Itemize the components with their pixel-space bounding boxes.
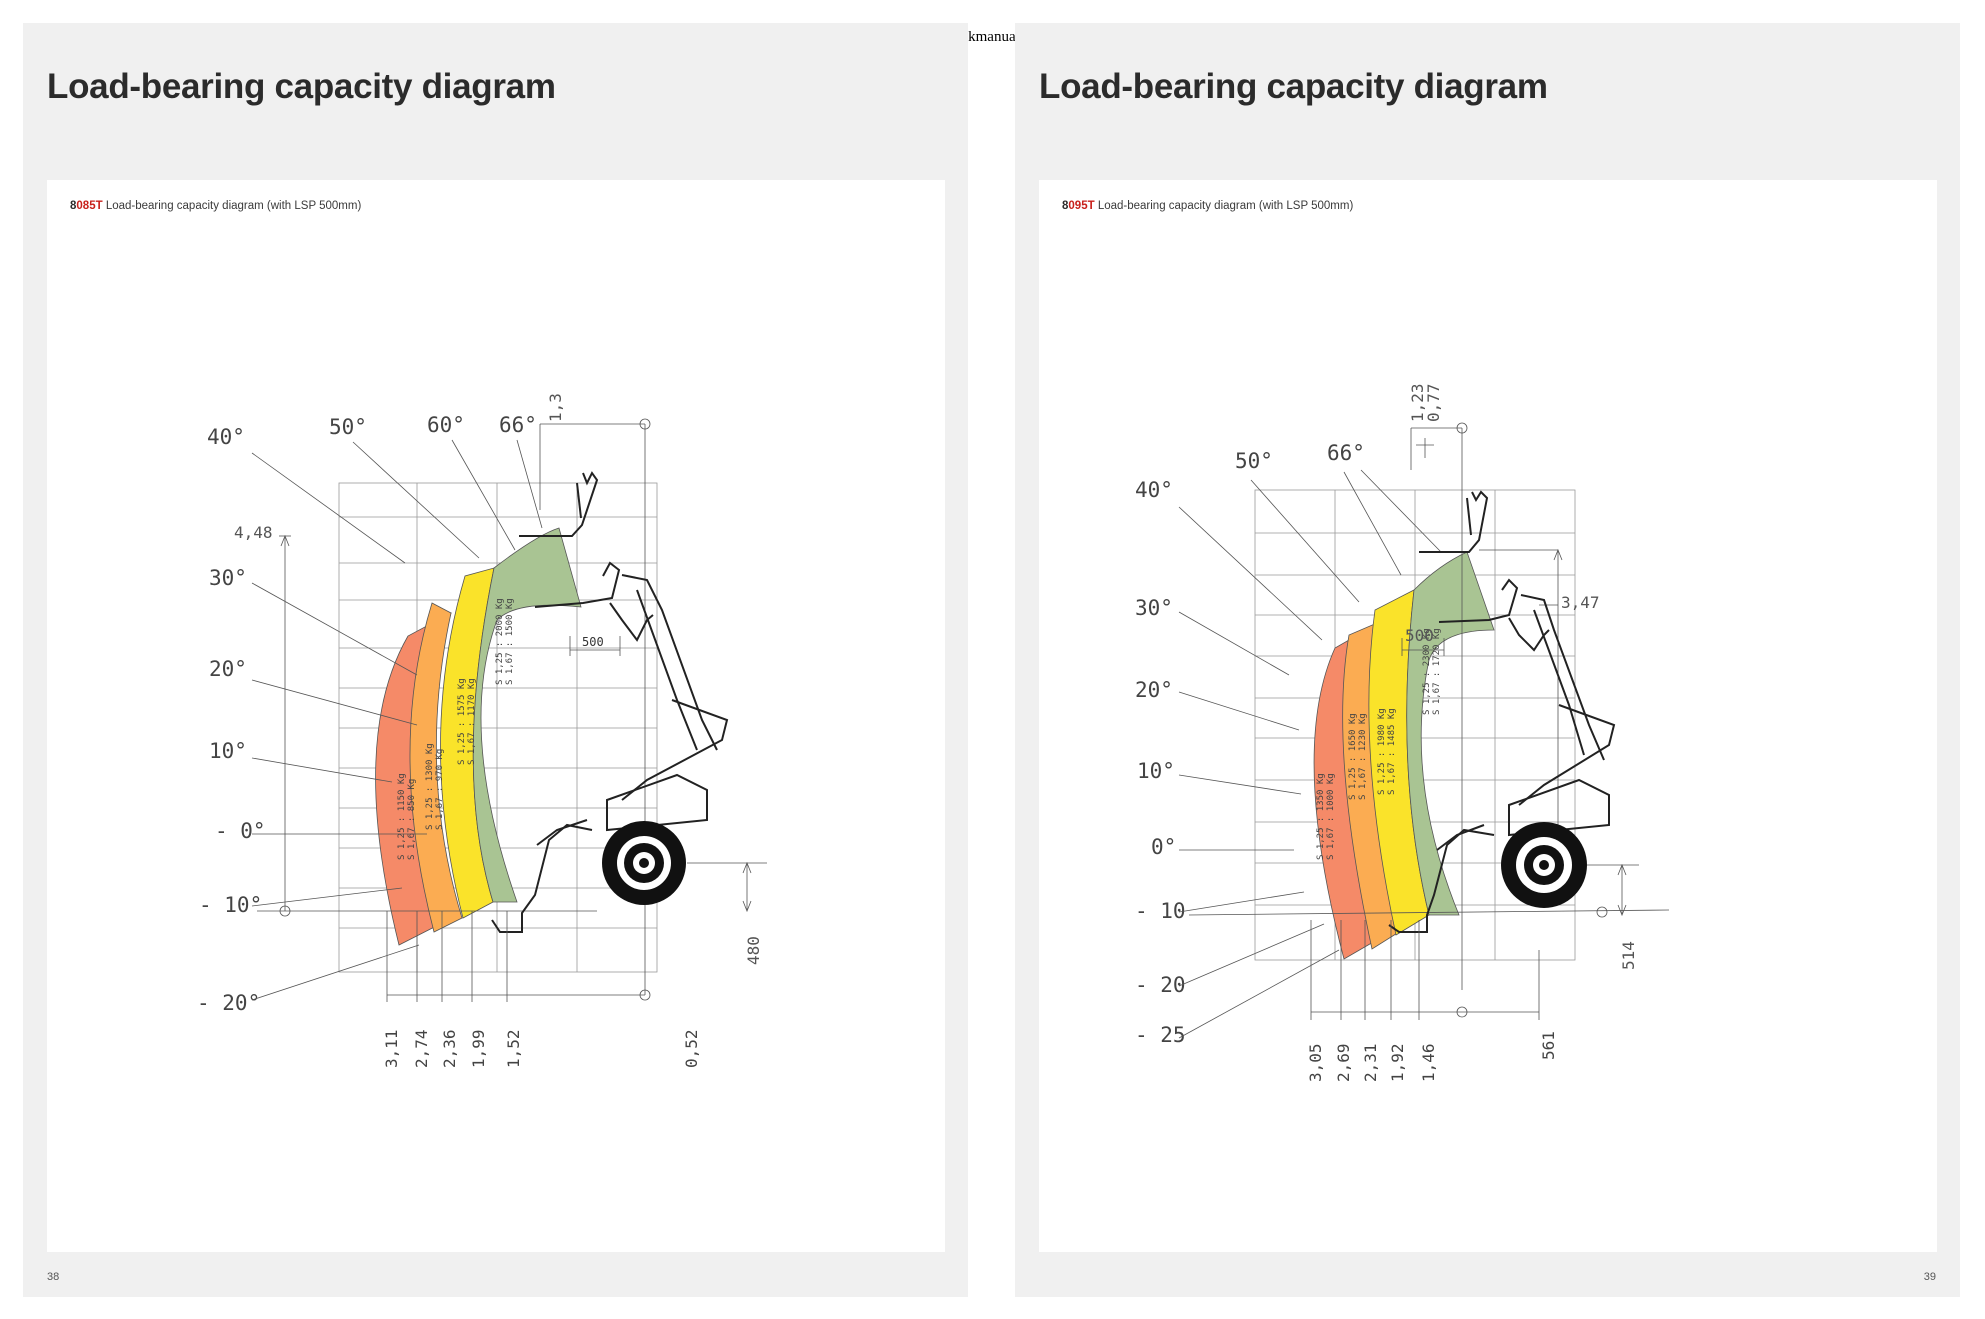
angle-label: - 10° bbox=[199, 893, 262, 917]
band-4-line1: S 1,25 : 2000 Kg bbox=[495, 598, 505, 685]
diagram-caption: 8095T Load-bearing capacity diagram (wit… bbox=[1062, 200, 1353, 212]
telehandler-drawing bbox=[491, 471, 729, 933]
model-suffix: 095T bbox=[1068, 200, 1095, 212]
angle-label: 40° bbox=[1135, 478, 1173, 502]
band-4-line2: S 1,67 : 1720 Kg bbox=[1432, 628, 1442, 715]
angle-label: 40° bbox=[207, 425, 245, 449]
lsp-dimension: 500 bbox=[582, 635, 604, 649]
top-dimension: 1,23 bbox=[1408, 383, 1427, 422]
band-1-line2: S 1,67 : 1000 Kg bbox=[1326, 773, 1336, 860]
bottom-dimension: 3,11 bbox=[382, 1029, 401, 1068]
bottom-dimension: 3,05 bbox=[1306, 1043, 1325, 1082]
bottom-dimension: 2,74 bbox=[412, 1029, 431, 1068]
bottom-dimension: 1,52 bbox=[504, 1029, 523, 1068]
wheel-icon bbox=[602, 821, 686, 905]
band-2-line1: S 1,25 : 1650 Kg bbox=[1348, 713, 1358, 800]
band-1-line1: S 1,25 : 1150 Kg bbox=[397, 773, 407, 860]
angle-label: 60° bbox=[427, 413, 465, 437]
bottom-dimension: 561 bbox=[1539, 1031, 1558, 1060]
band-1-line1: S 1,25 : 1350 Kg bbox=[1316, 773, 1326, 860]
diagram-card: 8095T Load-bearing capacity diagram (wit… bbox=[1039, 180, 1937, 1252]
angle-label: 66° bbox=[499, 413, 537, 437]
wheel-dimension: 514 bbox=[1619, 941, 1638, 970]
angle-label: 10° bbox=[1137, 759, 1175, 783]
caption-text: Load-bearing capacity diagram (with LSP … bbox=[1094, 200, 1354, 212]
wheel-dimension: 480 bbox=[744, 936, 763, 965]
angle-label: - 25 bbox=[1135, 1023, 1186, 1047]
page-title: Load-bearing capacity diagram bbox=[47, 67, 556, 106]
band-3-line1: S 1,25 : 1980 Kg bbox=[1377, 708, 1387, 795]
caption-text: Load-bearing capacity diagram (with LSP … bbox=[102, 200, 362, 212]
diagram-caption: 8085T Load-bearing capacity diagram (wit… bbox=[70, 200, 361, 212]
band-4-line1: S 1,25 : 2300 Kg bbox=[1422, 628, 1432, 715]
angle-label: - 10 bbox=[1135, 899, 1186, 923]
band-4 bbox=[472, 527, 582, 903]
model-prefix: 8 bbox=[70, 200, 77, 212]
model-prefix: 8 bbox=[1062, 200, 1069, 212]
load-chart-8095t: S 1,25 : 1350 Kg S 1,67 : 1000 Kg S 1,25… bbox=[1135, 383, 1670, 1082]
page-number: 38 bbox=[47, 1271, 60, 1283]
angle-label: 10° bbox=[209, 739, 247, 763]
angle-label: 50° bbox=[1235, 449, 1273, 473]
top-dimension: 0,77 bbox=[1424, 383, 1443, 422]
band-2 bbox=[409, 602, 463, 933]
band-3-line2: S 1,67 : 1485 Kg bbox=[1387, 708, 1397, 795]
band-2-line2: S 1,67 : 1230 Kg bbox=[1358, 713, 1368, 800]
bottom-dimension: 2,36 bbox=[440, 1029, 459, 1068]
bottom-dimension: 0,52 bbox=[682, 1029, 701, 1068]
bottom-dimension: 1,92 bbox=[1388, 1043, 1407, 1082]
bottom-dimension: 2,69 bbox=[1334, 1043, 1353, 1082]
band-3-line2: S 1,67 : 1170 Kg bbox=[467, 678, 477, 765]
band-3-line1: S 1,25 : 1575 Kg bbox=[457, 678, 467, 765]
height-dimension: 4,48 bbox=[234, 523, 273, 542]
angle-label: 30° bbox=[209, 566, 247, 590]
angle-label: 50° bbox=[329, 415, 367, 439]
bottom-dimension: 2,31 bbox=[1361, 1043, 1380, 1082]
page-number: 39 bbox=[1923, 1271, 1936, 1283]
wheel-icon bbox=[1501, 822, 1587, 908]
page-left: Load-bearing capacity diagram 8085T Load… bbox=[23, 23, 968, 1297]
telehandler-drawing bbox=[1388, 490, 1616, 933]
load-chart-8085t: S 1,25 : 1150 Kg S 1,67 : 850 Kg S 1,25 … bbox=[197, 393, 767, 1068]
band-2-line2: S 1,67 : 970 Kg bbox=[435, 749, 445, 830]
model-suffix: 085T bbox=[76, 200, 103, 212]
bottom-dimension: 1,99 bbox=[469, 1029, 488, 1068]
band-4-line2: S 1,67 : 1500 Kg bbox=[505, 598, 515, 685]
angle-label: 0° bbox=[1151, 835, 1176, 859]
diagram-card: 8085T Load-bearing capacity diagram (wit… bbox=[47, 180, 945, 1252]
angle-label: - 20 bbox=[1135, 973, 1186, 997]
height-dimension: 3,47 bbox=[1561, 593, 1600, 612]
top-dimension: 1,3 bbox=[546, 393, 565, 422]
angle-label: 30° bbox=[1135, 596, 1173, 620]
angle-label: 20° bbox=[209, 657, 247, 681]
band-2-line1: S 1,25 : 1300 Kg bbox=[425, 743, 435, 830]
angle-label: 20° bbox=[1135, 678, 1173, 702]
angle-label: - 20° bbox=[197, 991, 260, 1015]
band-1-line2: S 1,67 : 850 Kg bbox=[407, 779, 417, 860]
page-title: Load-bearing capacity diagram bbox=[1039, 67, 1548, 106]
page-right: Load-bearing capacity diagram 8095T Load… bbox=[1015, 23, 1960, 1297]
lsp-dimension: 500 bbox=[1405, 626, 1434, 645]
band-4 bbox=[1406, 551, 1495, 916]
bottom-dimension: 1,46 bbox=[1419, 1043, 1438, 1082]
angle-label: 66° bbox=[1327, 441, 1365, 465]
angle-label: - 0° bbox=[215, 819, 266, 843]
